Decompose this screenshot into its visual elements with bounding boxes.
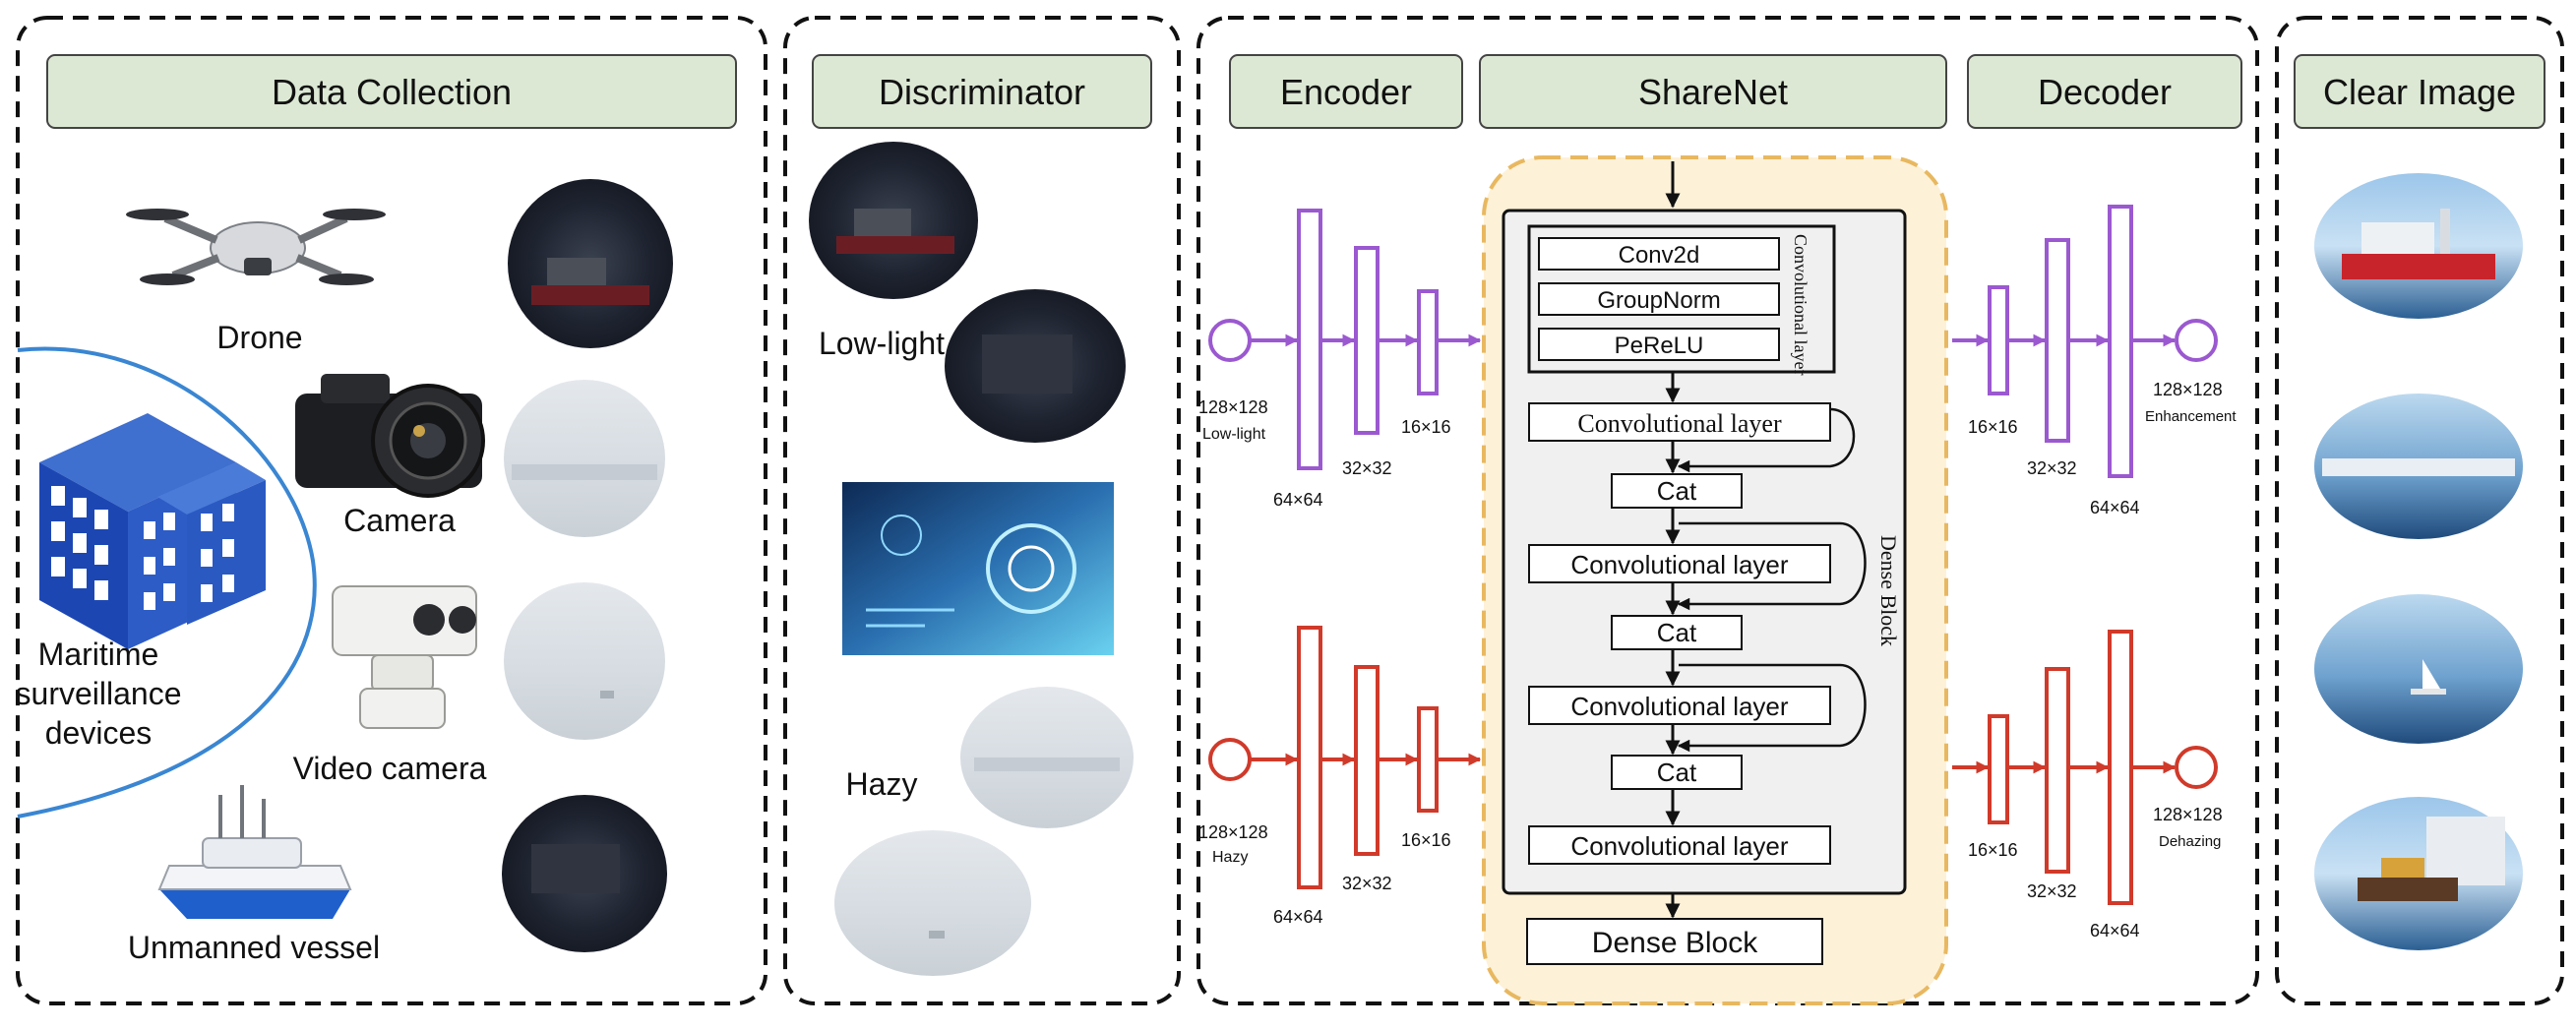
- dec-bottom-out-label: Dehazing: [2159, 833, 2221, 850]
- svg-text:Convolutional layer: Convolutional layer: [1570, 831, 1788, 861]
- header-clear-image: Clear Image: [2294, 54, 2545, 129]
- discriminator-frame: [783, 16, 1181, 1005]
- header-decoder: Decoder: [1967, 54, 2242, 129]
- sample-image-hazy-city: [504, 380, 665, 537]
- conv-layer-1: Convolutional layer: [1528, 402, 1831, 442]
- conv-layer-4: Convolutional layer: [1528, 825, 1831, 865]
- cat-block-2: Cat: [1611, 615, 1743, 650]
- maritime-arc: [17, 346, 317, 819]
- conv-layer-3: Convolutional layer: [1528, 686, 1831, 725]
- drone-icon: [126, 209, 386, 285]
- clear-image-frame: [2275, 16, 2564, 1005]
- enc-bottom-in-size: 128×128: [1198, 822, 1268, 842]
- disc-label-hazy: Hazy: [846, 766, 918, 802]
- dense-block-vertical-label: Dense Block: [1876, 535, 1901, 646]
- enc-bottom-64: 64×64: [1273, 907, 1323, 927]
- enc-top-64: 64×64: [1273, 490, 1323, 510]
- unmanned-vessel-icon: [157, 785, 352, 919]
- enc-top-in-label: Low-light: [1202, 426, 1266, 443]
- enc-bottom-32: 32×32: [1342, 874, 1392, 893]
- data-collection-frame: [16, 16, 767, 1005]
- clear-image-tugboat: [2314, 797, 2523, 950]
- header-discriminator: Discriminator: [812, 54, 1152, 129]
- conv2d-block: Conv2d: [1538, 237, 1780, 271]
- unmanned-vessel-label: Unmanned vessel: [128, 930, 380, 965]
- svg-text:Convolutional layer: Convolutional layer: [1570, 550, 1788, 579]
- dec-bottom-32: 32×32: [2027, 881, 2077, 901]
- disc-image-lowlight-city: [945, 289, 1126, 443]
- svg-text:Data Collection: Data Collection: [272, 72, 512, 112]
- disc-image-lowlight-ship: [809, 142, 978, 299]
- sample-image-lowlight-city: [502, 795, 667, 952]
- conv-layer-2: Convolutional layer: [1528, 544, 1831, 583]
- svg-text:ShareNet: ShareNet: [1638, 72, 1788, 112]
- disc-tech-eye-image: [842, 482, 1114, 655]
- svg-text:PeReLU: PeReLU: [1615, 333, 1704, 359]
- enc-bottom-16: 16×16: [1401, 830, 1451, 850]
- maritime-label-line1: Maritime: [38, 637, 159, 672]
- sample-image-hazy-boat: [504, 582, 665, 740]
- cat-block-1: Cat: [1611, 473, 1743, 509]
- svg-text:Convolutional layer: Convolutional layer: [1570, 692, 1788, 721]
- camera-icon: [295, 374, 485, 498]
- svg-text:GroupNorm: GroupNorm: [1597, 287, 1720, 314]
- dec-bottom-16: 16×16: [1968, 840, 2018, 860]
- dec-top-out-size: 128×128: [2153, 380, 2223, 399]
- dec-top-16: 16×16: [1968, 417, 2018, 437]
- svg-text:Dense Block: Dense Block: [1592, 927, 1758, 959]
- maritime-label-line3: devices: [45, 715, 153, 751]
- svg-text:Convolutional layer: Convolutional layer: [1577, 409, 1782, 438]
- video-camera-label: Video camera: [293, 751, 487, 786]
- encoder-bottom: [1208, 626, 1482, 889]
- conv-layer-vertical-label: Convolutional layer: [1791, 234, 1810, 375]
- camera-label: Camera: [343, 503, 456, 538]
- decoder-bottom: [1952, 630, 2218, 905]
- header-encoder: Encoder: [1229, 54, 1463, 129]
- header-data-collection: Data Collection: [46, 54, 737, 129]
- dense-block-label-box: Dense Block: [1526, 918, 1823, 965]
- svg-text:Encoder: Encoder: [1280, 72, 1412, 112]
- perelu-block: PeReLU: [1538, 328, 1780, 361]
- drone-label: Drone: [216, 320, 302, 355]
- svg-text:Clear Image: Clear Image: [2323, 72, 2516, 112]
- clear-image-harbor: [2314, 394, 2523, 539]
- encoder-top: [1208, 209, 1482, 470]
- enc-top-in-size: 128×128: [1198, 397, 1268, 417]
- dec-bottom-64: 64×64: [2090, 921, 2140, 940]
- svg-text:Cat: Cat: [1657, 618, 1697, 647]
- conv-layer-group: [1527, 224, 1836, 374]
- svg-text:Conv2d: Conv2d: [1619, 242, 1700, 269]
- cat-block-3: Cat: [1611, 755, 1743, 790]
- disc-label-low-light: Low-light: [819, 326, 945, 361]
- disc-image-hazy-boat: [834, 830, 1031, 976]
- disc-image-hazy-city: [960, 687, 1134, 828]
- clear-image-ship: [2314, 173, 2523, 319]
- dec-top-32: 32×32: [2027, 458, 2077, 478]
- building-icon: [39, 413, 266, 649]
- groupnorm-block: GroupNorm: [1538, 282, 1780, 316]
- svg-text:Discriminator: Discriminator: [879, 72, 1085, 112]
- header-sharenet: ShareNet: [1479, 54, 1947, 129]
- enc-top-16: 16×16: [1401, 417, 1451, 437]
- svg-text:Cat: Cat: [1657, 476, 1697, 506]
- dec-top-64: 64×64: [2090, 498, 2140, 517]
- clear-image-sailboat: [2314, 594, 2523, 744]
- dec-bottom-out-size: 128×128: [2153, 805, 2223, 824]
- enc-bottom-in-label: Hazy: [1212, 849, 1248, 866]
- maritime-label-line2: surveillance: [16, 676, 182, 711]
- decoder-top: [1952, 205, 2218, 478]
- svg-text:Cat: Cat: [1657, 758, 1697, 787]
- dec-top-out-label: Enhancement: [2145, 408, 2237, 425]
- video-camera-icon: [332, 585, 477, 729]
- sample-image-lowlight-ship: [508, 179, 673, 348]
- enc-top-32: 32×32: [1342, 458, 1392, 478]
- svg-text:Decoder: Decoder: [2038, 72, 2172, 112]
